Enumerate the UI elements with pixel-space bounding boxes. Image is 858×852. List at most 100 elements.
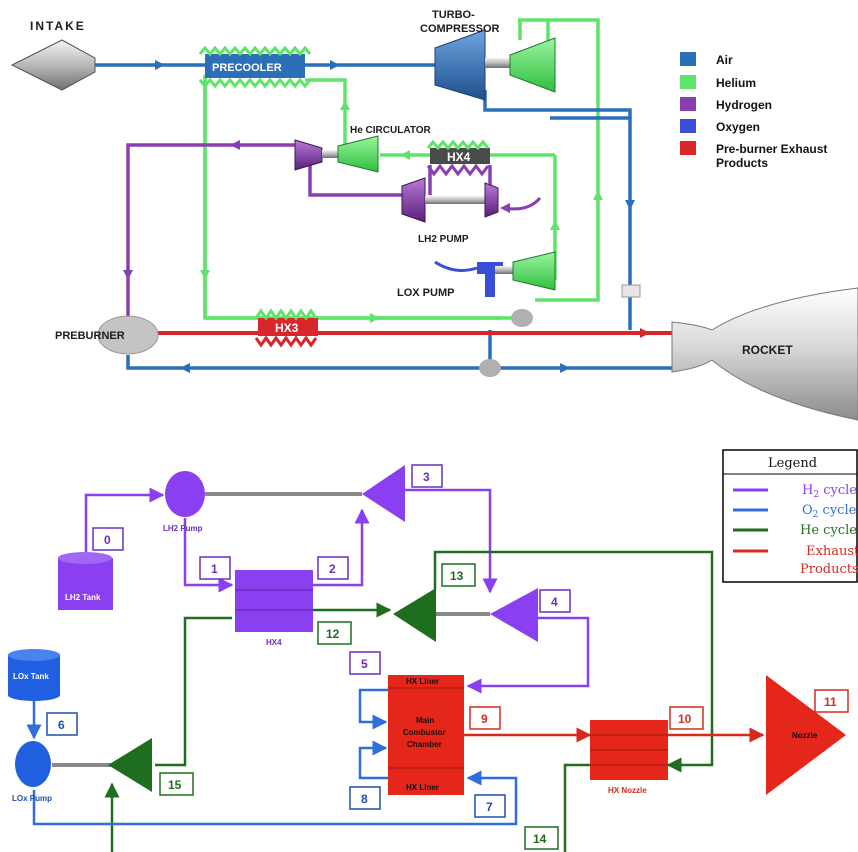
turbo-compressor-label: TURBO- [432, 9, 475, 21]
state-point-6: 6 [46, 712, 78, 736]
lh2-tank [58, 552, 113, 610]
legend-swatch-oxygen [680, 119, 696, 133]
svg-text:0: 0 [104, 533, 111, 547]
exhaust-arrow-marker [640, 328, 650, 338]
lox-pump-label: LOx Pump [12, 794, 52, 803]
svg-text:9: 9 [481, 712, 488, 726]
bottom-schematic: Legend H2 cycle O2 cycle He cycle Exhaus… [8, 449, 858, 852]
he-compressor [393, 588, 436, 642]
helium-arrow-marker [370, 313, 380, 323]
air-arrow-marker [625, 200, 635, 210]
hx4 [426, 139, 490, 177]
lox-tank-label: LOx Tank [13, 672, 49, 681]
svg-text:7: 7 [486, 800, 493, 814]
lox-pump-label: LOX PUMP [397, 287, 454, 299]
air-bypass-valve [621, 284, 641, 298]
legend-exhaust: Exhaust [806, 544, 858, 559]
state-point-8: 8 [349, 786, 381, 810]
he-circulator [294, 135, 379, 173]
state-point-0: 0 [92, 527, 124, 551]
helium-arrow-marker [400, 150, 410, 160]
svg-text:5: 5 [361, 657, 368, 671]
legend-title: Legend [768, 456, 817, 471]
combustor-label-3: Chamber [407, 740, 442, 749]
legend-swatch-helium [680, 75, 696, 89]
svg-text:1: 1 [211, 562, 218, 576]
legend-label-helium: Helium [716, 76, 756, 90]
air-arrow-marker [330, 60, 340, 70]
lox-pump [15, 741, 51, 787]
h2-lines [84, 487, 590, 694]
svg-text:4: 4 [551, 595, 558, 609]
hx-nozzle [590, 720, 668, 780]
legend-label-oxygen: Oxygen [716, 120, 760, 134]
precooler-label: PRECOOLER [212, 62, 282, 74]
state-point-2: 2 [317, 556, 349, 580]
air-arrow-marker [560, 363, 570, 373]
svg-text:13: 13 [450, 569, 464, 583]
legend-exhaust-2: Products [800, 562, 858, 577]
legend-swatch-hydrogen [680, 97, 696, 111]
intake-label: INTAKE [30, 19, 86, 33]
state-point-5: 5 [349, 651, 381, 675]
hx-liner-bottom-label: HX Liner [406, 783, 439, 792]
turbo-compressor-label-2: COMPRESSOR [420, 23, 500, 35]
hx4-label: HX4 [266, 638, 282, 647]
lox-tank [8, 649, 60, 701]
svg-text:3: 3 [423, 470, 430, 484]
hx3 [254, 308, 318, 348]
svg-text:8: 8 [361, 792, 368, 806]
state-point-13: 13 [441, 563, 476, 587]
legend-label-hydrogen: Hydrogen [716, 98, 772, 112]
state-point-9: 9 [469, 706, 501, 730]
precooler [198, 45, 312, 89]
state-point-1: 1 [199, 556, 231, 580]
oxygen-valve [511, 309, 533, 327]
h2-turbine [362, 465, 405, 522]
svg-text:10: 10 [678, 712, 692, 726]
svg-text:2: 2 [329, 562, 336, 576]
state-point-11: 11 [814, 689, 849, 713]
helium-arrow-marker [340, 100, 350, 110]
rocket-label: ROCKET [742, 343, 793, 357]
svg-text:15: 15 [168, 778, 182, 792]
lh2-tank-label: LH2 Tank [65, 593, 101, 602]
lh2-pump-label: LH2 PUMP [418, 234, 469, 245]
air-arrow-marker [155, 60, 165, 70]
legend-swatch-air [680, 52, 696, 66]
he-circulator-label: He CIRCULATOR [350, 125, 432, 136]
bottom-legend: Legend H2 cycle O2 cycle He cycle Exhaus… [722, 449, 858, 583]
rocket [671, 287, 858, 421]
state-point-4: 4 [539, 589, 571, 613]
nozzle [766, 675, 846, 795]
lh2-pump-label: LH2 Pump [163, 524, 203, 533]
helium-arrow-marker [593, 190, 603, 200]
helium-arrow-marker [200, 270, 210, 280]
state-point-3: 3 [411, 464, 443, 488]
legend-he-cycle: He cycle [800, 523, 857, 538]
state-point-7: 7 [474, 794, 506, 818]
hydrogen-arrow-marker [123, 270, 133, 280]
he-turbine [108, 738, 152, 792]
legend-label-exhaust-2: Products [716, 156, 768, 170]
state-point-15: 15 [159, 772, 194, 796]
svg-text:6: 6 [58, 718, 65, 732]
legend-label-exhaust: Pre-burner Exhaust [716, 142, 827, 156]
svg-text:14: 14 [533, 832, 547, 846]
lh2-pump [165, 471, 205, 517]
hydrogen-arrow-marker [230, 140, 240, 150]
legend-swatch-exhaust [680, 141, 696, 155]
air-arrow-marker [180, 363, 190, 373]
nozzle-label: Nozzle [792, 731, 818, 740]
air-valve [479, 359, 501, 377]
legend-h2-cycle: H2 cycle [802, 483, 857, 500]
hx3-label: HX3 [275, 321, 299, 335]
top-legend: Air Helium Hydrogen Oxygen Pre-burner Ex… [680, 52, 827, 170]
hx4-label: HX4 [447, 150, 471, 164]
top-schematic: INTAKE TURBO- COMPRESSOR PRECOOLER He CI… [10, 9, 858, 421]
turbo-compressor [434, 29, 556, 101]
combustor-label-2: Combustor [403, 728, 446, 737]
hx4 [235, 570, 313, 632]
svg-text:12: 12 [326, 627, 340, 641]
